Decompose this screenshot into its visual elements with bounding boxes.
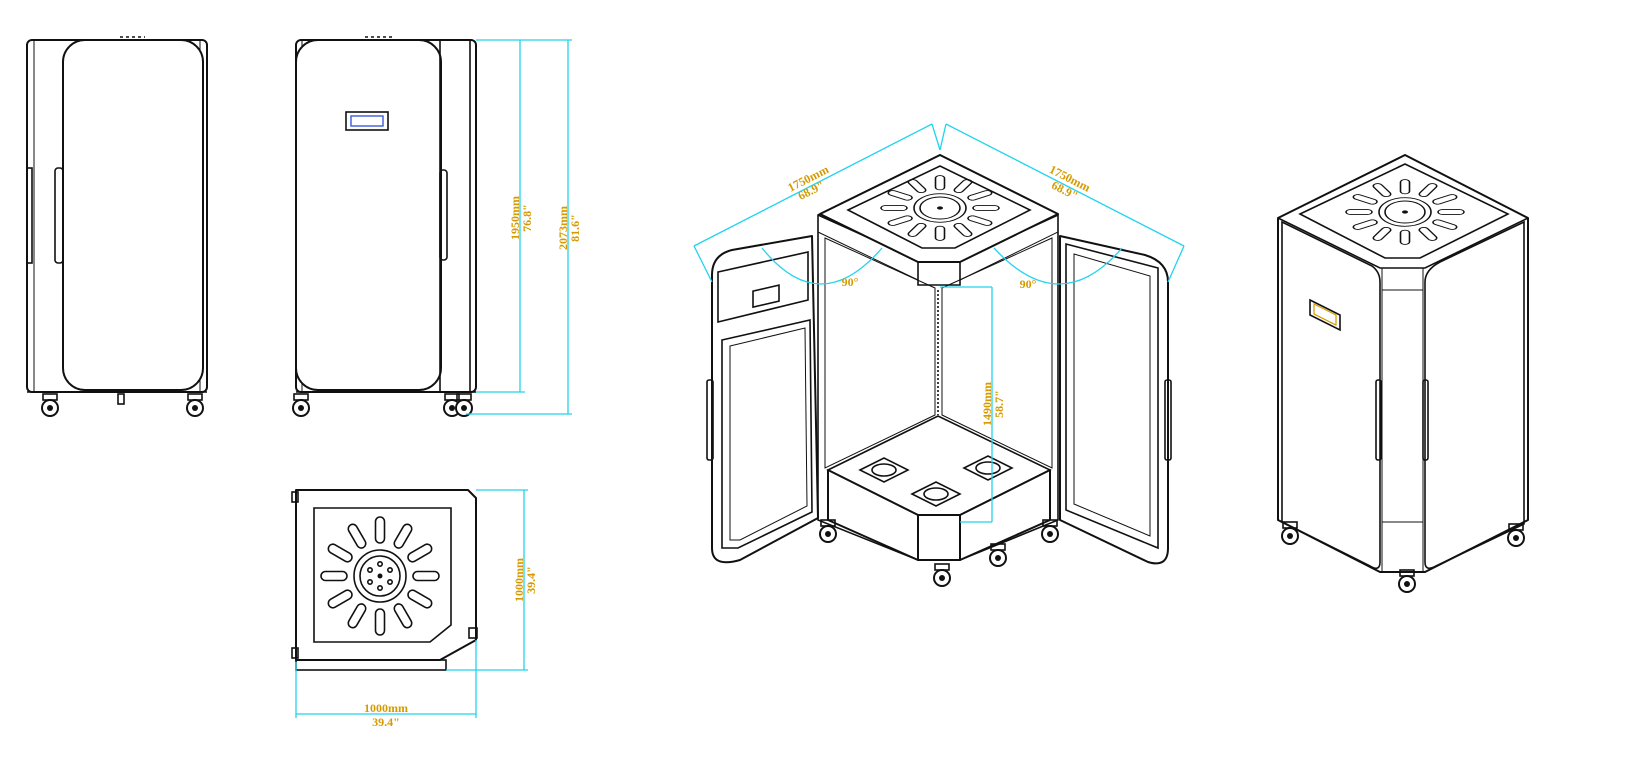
- caster-wheel-icon: [933, 563, 951, 587]
- dim-1950-inch: 76.8": [520, 204, 534, 232]
- dim-iso-height-inch: 58.7": [992, 390, 1006, 418]
- angle-right: 90°: [1020, 277, 1037, 291]
- top-view: [291, 489, 478, 671]
- handle-icon: [439, 169, 448, 261]
- dim-2073-inch: 81.6": [568, 214, 582, 242]
- front-view-right: [292, 36, 477, 417]
- dim-width-mm: 1000mm: [364, 701, 408, 715]
- dimension-top-view: 1000mm 39.4" 1000mm 39.4": [295, 489, 538, 729]
- caster-wheel-icon: [41, 393, 59, 417]
- display-screen-icon: [345, 111, 389, 131]
- fan-icon: [880, 174, 1000, 242]
- dim-2073-mm: 2073mm: [556, 206, 570, 250]
- handle-icon: [54, 167, 64, 264]
- caster-wheel-icon: [1398, 569, 1416, 593]
- dim-depth-inch: 39.4": [524, 566, 538, 594]
- front-view-left: [26, 36, 208, 417]
- dim-iso-height-mm: 1490mm: [980, 382, 994, 426]
- handle-icon: [1422, 379, 1429, 461]
- handle-icon: [706, 379, 714, 461]
- dim-width-inch: 39.4": [372, 715, 400, 729]
- fan-icon: [1345, 178, 1465, 246]
- fan-icon: [320, 516, 440, 636]
- fan-icon: [858, 455, 1014, 507]
- isometric-open-view: [706, 154, 1172, 587]
- isometric-closed-view: [1277, 154, 1529, 593]
- caster-wheel-icon: [292, 393, 310, 417]
- caster-wheel-icon: [186, 393, 204, 417]
- display-screen-icon: [1309, 298, 1341, 332]
- angle-left: 90°: [842, 275, 859, 289]
- dim-depth-mm: 1000mm: [512, 558, 526, 602]
- handle-icon: [1375, 379, 1382, 461]
- dim-1950-mm: 1950mm: [508, 196, 522, 240]
- handle-icon: [1164, 379, 1172, 461]
- dimension-front-height: 1950mm 76.8" 2073mm 81.6": [466, 39, 582, 415]
